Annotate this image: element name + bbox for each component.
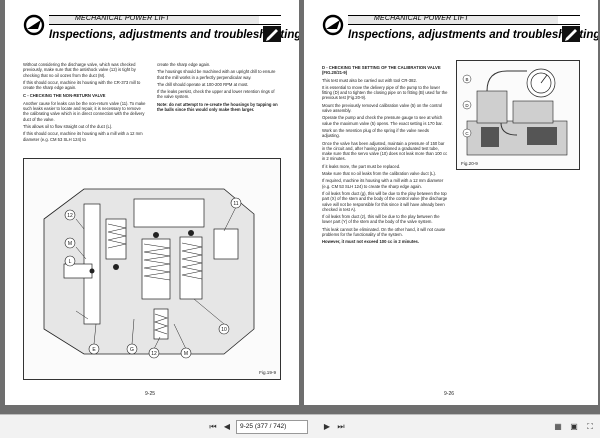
paragraph: Mount the previously removed calibration…	[322, 102, 443, 114]
callout-label: D	[465, 103, 469, 108]
test-tool-diagram: B D C	[462, 68, 568, 156]
right-column-text: create the sharp edge again. The housing…	[157, 62, 281, 114]
paragraph: If oil leaks from duct (z), this will be…	[322, 214, 440, 225]
paragraph: If this should occur, machine its housin…	[23, 131, 143, 142]
note: Note: do not attempt to re-create the ho…	[157, 101, 278, 113]
paragraph: It is essential to move the delivery pip…	[322, 84, 448, 101]
grid-view-icon[interactable]: ▦	[554, 422, 562, 431]
paragraph: If the leaks persist, check the upper an…	[157, 89, 275, 100]
page-title: Inspections, adjustments and troubleshoo…	[49, 29, 299, 41]
callout-label: 10	[221, 327, 227, 333]
paragraph: If this should occur, machine its housin…	[23, 79, 141, 91]
page-header: MECHANICAL POWER LIFT Inspections, adjus…	[23, 12, 299, 48]
paragraph: If oil leaks from duct (g), this will be…	[322, 190, 448, 212]
paragraph: This allows oil to flow straight out of …	[23, 123, 113, 129]
logo-icon	[322, 14, 344, 36]
figure-20-9: B D C Fig.20-9	[456, 60, 580, 170]
fullscreen-icon[interactable]: ⛶	[587, 422, 593, 431]
prev-page-icon[interactable]: ◀	[223, 422, 231, 431]
left-column-text: Without considering the discharge valve,…	[23, 62, 147, 144]
callout-label: L	[69, 259, 72, 265]
paragraph: If required, machine its housing with a …	[322, 178, 444, 189]
page-number-input[interactable]: 9-25 (377 / 742)	[236, 420, 308, 434]
callout-label: E	[92, 347, 96, 353]
page-9-26: MECHANICAL POWER LIFT Inspections, adjus…	[304, 0, 598, 405]
figure-19-9: 11 12 M L 10 E G 12 M Fig.19-9	[23, 158, 281, 380]
paragraph: The drill should operate at 100-200 RPM …	[157, 81, 249, 87]
logo-icon	[23, 14, 45, 36]
section-heading: D - CHECKING THE SETTING OF THE CALIBRAT…	[322, 65, 441, 76]
page-number: 9-26	[444, 391, 455, 397]
section-heading: C - CHECKING THE NON-RETURN VALVE	[23, 93, 106, 99]
callout-label: B	[465, 77, 468, 82]
paragraph: The housings should be machined with an …	[157, 69, 276, 80]
paragraph: This test must also be carried out with …	[322, 77, 417, 83]
callout-label: G	[130, 347, 134, 353]
header-band	[348, 16, 558, 24]
callout-label: 12	[67, 213, 73, 219]
header-rule	[348, 15, 580, 25]
header-band	[49, 16, 259, 24]
paragraph: Operate the pump and check the pressure …	[322, 115, 443, 126]
paragraph: If it leaks more, the part must be repla…	[322, 163, 401, 169]
right-page-text: D - CHECKING THE SETTING OF THE CALIBRAT…	[322, 62, 448, 247]
page-title: Inspections, adjustments and troubleshoo…	[348, 29, 598, 41]
callout-label: M	[68, 241, 72, 247]
paragraph: Once the valve has been adjusted, mainta…	[322, 140, 448, 162]
first-page-icon[interactable]: ⏮	[209, 422, 217, 431]
callout-label: 12	[151, 351, 157, 357]
header-rule	[49, 15, 281, 25]
callout-label: 11	[233, 201, 238, 207]
paragraph: Another cause for leaks can be the non-r…	[23, 100, 146, 122]
section-tag: MECHANICAL POWER LIFT	[75, 15, 170, 22]
figure-caption: Fig.19-9	[259, 370, 276, 375]
paragraph: Work on the retention plug of the spring…	[322, 127, 430, 139]
paragraph: Make sure that no oil leaks from the cal…	[322, 171, 437, 177]
pen-icon	[562, 26, 580, 42]
page-view-icon[interactable]: ▣	[570, 422, 578, 431]
page-9-25: MECHANICAL POWER LIFT Inspections, adjus…	[5, 0, 299, 405]
paragraph: However, it must not exceed 100 cc in 2 …	[322, 239, 420, 245]
page-header: MECHANICAL POWER LIFT Inspections, adjus…	[322, 12, 598, 48]
last-page-icon[interactable]: ⏭	[337, 422, 345, 431]
page-number: 9-25	[145, 391, 156, 397]
pen-icon	[263, 26, 281, 42]
callout-label: C	[465, 131, 469, 136]
paragraph: This leak cannot be eliminated. On the o…	[322, 226, 446, 238]
paragraph: Without considering the discharge valve,…	[23, 62, 136, 78]
viewer-toolbar: ⏮ ◀ 9-25 (377 / 742) ▶ ⏭ ▦ ▣ ⛶	[0, 414, 600, 438]
paragraph: create the sharp edge again.	[157, 62, 211, 67]
callout-label: M	[184, 351, 188, 357]
figure-caption: Fig.20-9	[461, 161, 478, 166]
next-page-icon[interactable]: ▶	[323, 422, 331, 431]
section-tag: MECHANICAL POWER LIFT	[374, 15, 469, 22]
valve-diagram: 11 12 M L 10 E G 12 M	[43, 188, 255, 359]
